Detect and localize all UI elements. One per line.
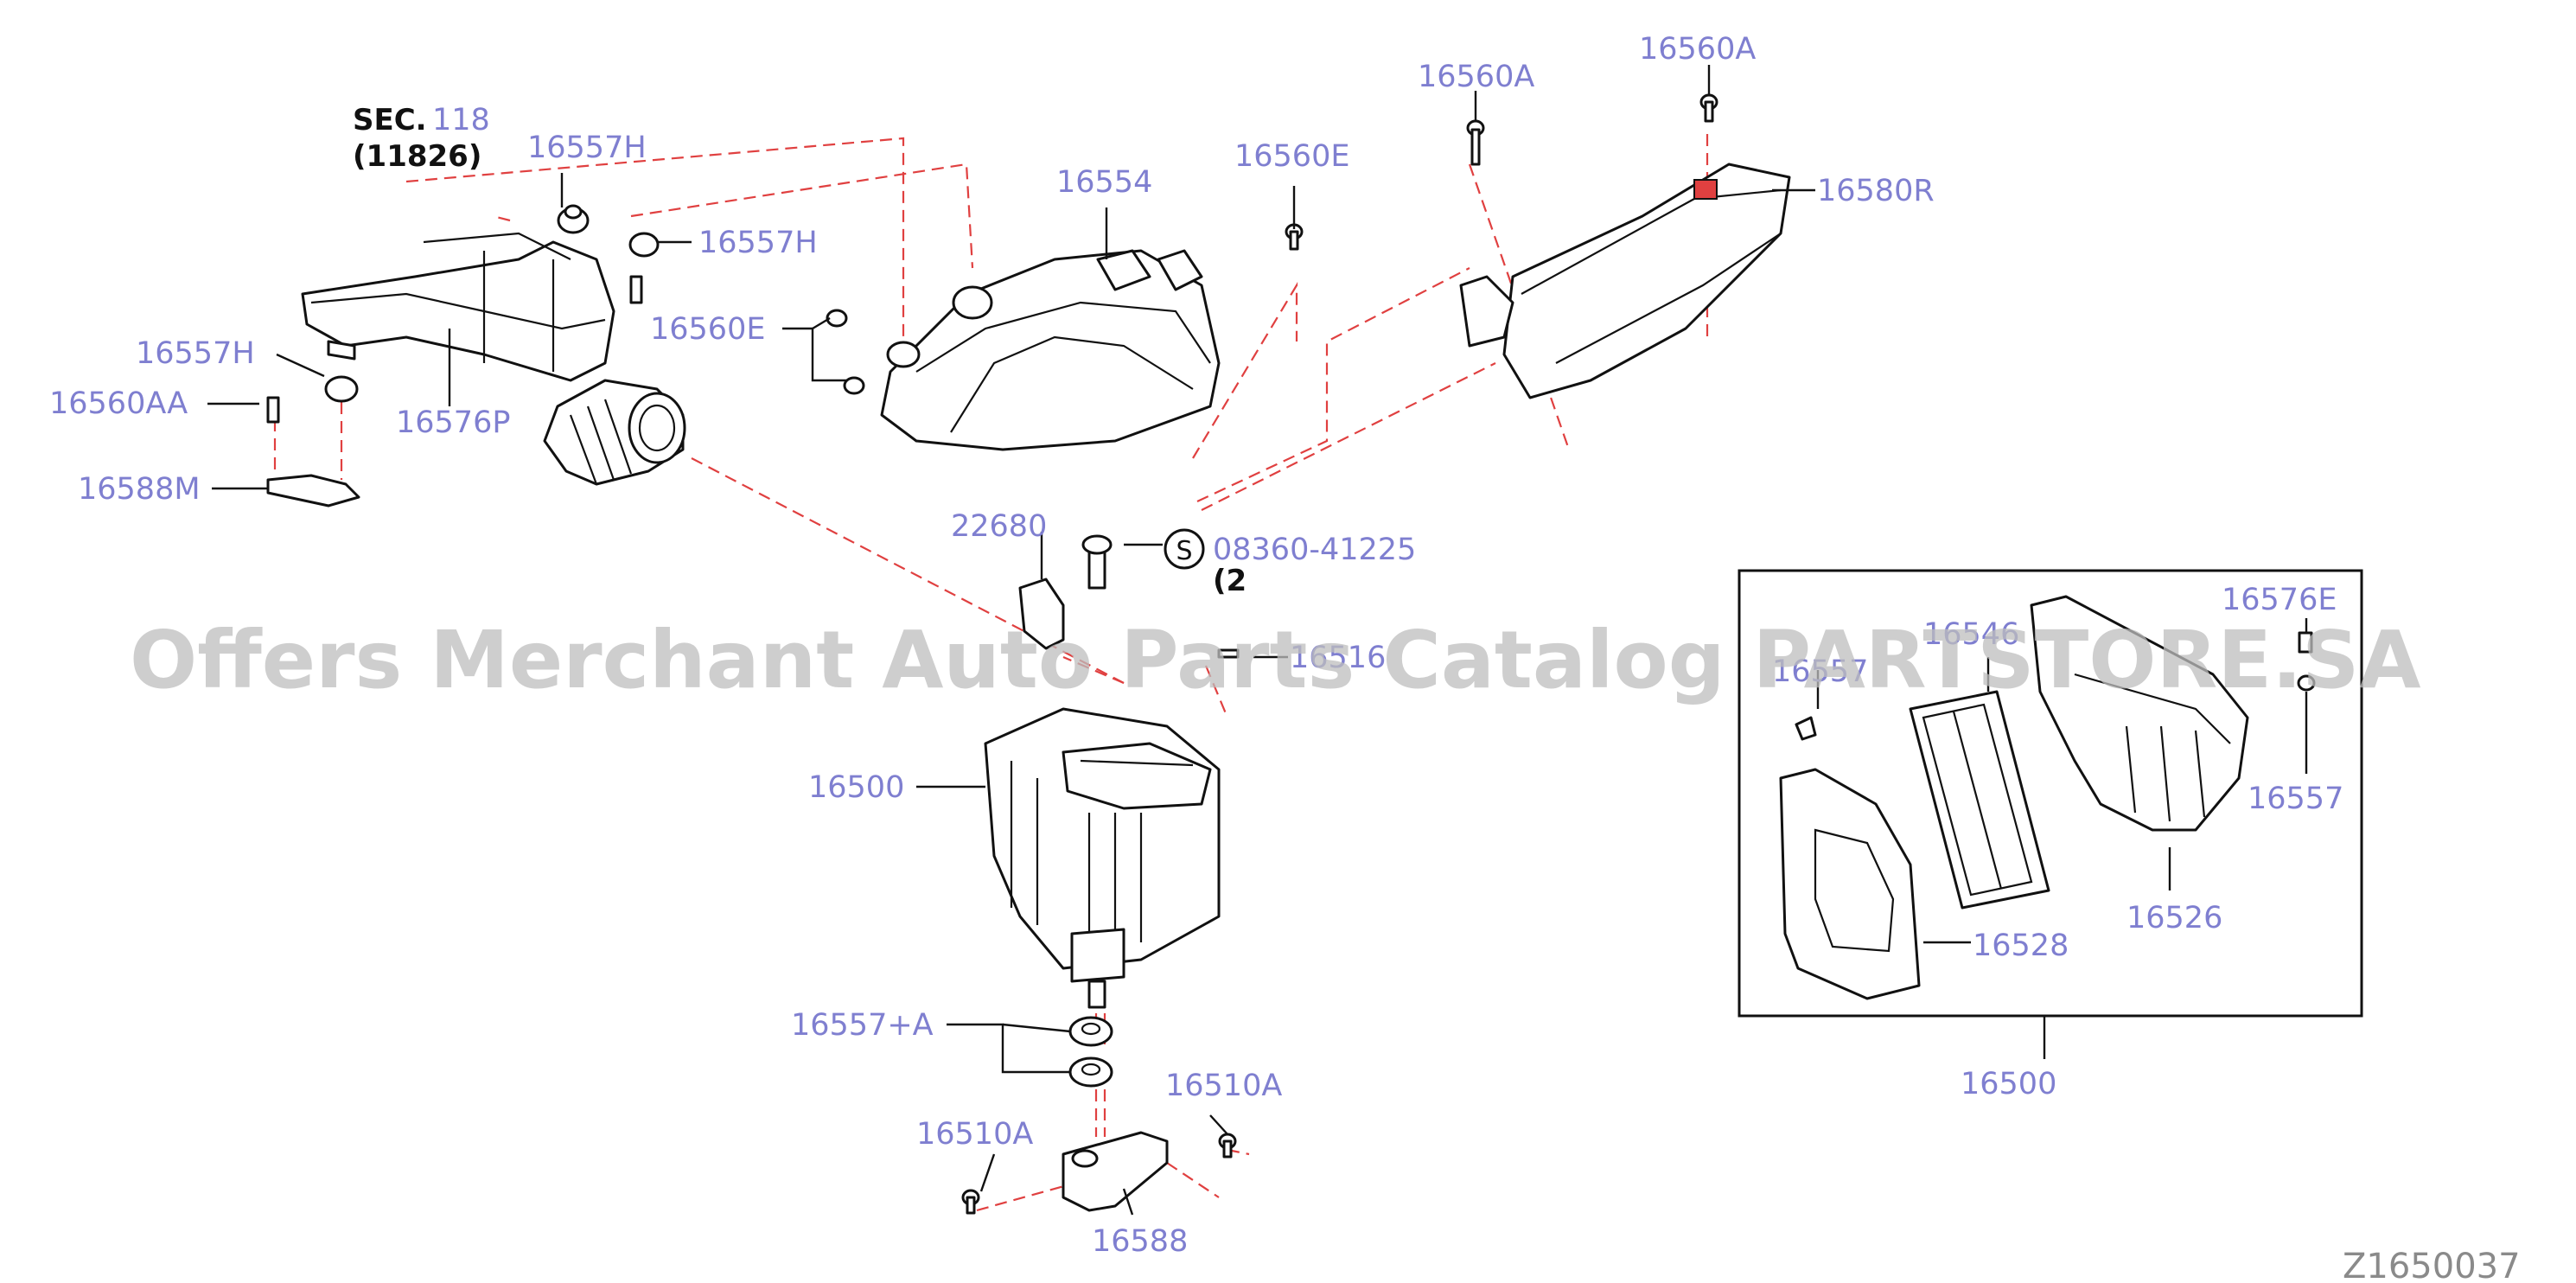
leader-lines bbox=[207, 65, 2308, 1216]
part-label-16560A-right[interactable]: 16560A bbox=[1639, 32, 1756, 67]
mount-rubber-parts bbox=[1068, 1016, 1113, 1088]
part-label-16560E-left[interactable]: 16560E bbox=[650, 312, 765, 347]
part-label-16576P[interactable]: 16576P bbox=[396, 405, 510, 440]
part-label-16557H-left[interactable]: 16557H bbox=[136, 336, 255, 371]
part-label-16500-box[interactable]: 16500 bbox=[1961, 1067, 2056, 1101]
part-label-16528[interactable]: 16528 bbox=[1973, 929, 2069, 963]
standard-part-symbol: S bbox=[1164, 528, 1205, 570]
air-inlet-hose-part bbox=[543, 379, 686, 486]
part-label-16557H-right[interactable]: 16557H bbox=[698, 226, 818, 260]
diagram-id: Z1650037 bbox=[2343, 1247, 2521, 1283]
resonator-16580R-part bbox=[1459, 93, 1791, 399]
part-label-16516[interactable]: 16516 bbox=[1290, 641, 1386, 675]
part-label-16554[interactable]: 16554 bbox=[1056, 165, 1152, 200]
part-label-16560A-left[interactable]: 16560A bbox=[1418, 60, 1534, 94]
section-ref-sub: (11826) bbox=[353, 139, 481, 174]
part-label-16557A[interactable]: 16557+A bbox=[791, 1008, 934, 1043]
part-label-16560E-right[interactable]: 16560E bbox=[1234, 139, 1349, 174]
part-label-16557-box-left[interactable]: 16557 bbox=[1772, 654, 1868, 689]
section-ref-number[interactable]: 118 bbox=[432, 103, 490, 137]
part-label-16546[interactable]: 16546 bbox=[1923, 617, 2019, 652]
part-label-16526[interactable]: 16526 bbox=[2126, 901, 2222, 935]
part-label-22680[interactable]: 22680 bbox=[951, 509, 1047, 544]
air-cleaner-assembly-part bbox=[984, 707, 1221, 1009]
grommet-parts-left bbox=[266, 204, 660, 507]
part-label-16510A-left[interactable]: 16510A bbox=[916, 1117, 1033, 1152]
part-label-08360-41225[interactable]: 08360-41225 bbox=[1213, 533, 1416, 567]
air-duct-16554-part bbox=[880, 249, 1221, 451]
part-label-16576E[interactable]: 16576E bbox=[2222, 583, 2337, 617]
mass-airflow-sensor-part bbox=[1018, 534, 1240, 659]
svg-text:S: S bbox=[1176, 536, 1192, 566]
part-label-16510A-right[interactable]: 16510A bbox=[1165, 1069, 1282, 1103]
air-duct-bracket-part bbox=[301, 232, 615, 382]
bracket-16588-part bbox=[961, 1131, 1237, 1215]
part-label-16560AA[interactable]: 16560AA bbox=[49, 386, 188, 421]
part-label-16500-main[interactable]: 16500 bbox=[808, 770, 904, 805]
part-quantity: (2 bbox=[1213, 564, 1247, 598]
part-label-16557-box[interactable]: 16557 bbox=[2248, 782, 2343, 816]
part-label-16588[interactable]: 16588 bbox=[1092, 1224, 1188, 1259]
watermark-text: Offers Merchant Auto Parts Catalog PARTS… bbox=[130, 614, 2421, 706]
section-ref-prefix: SEC. bbox=[353, 103, 427, 137]
clip-parts-16560E bbox=[826, 223, 1304, 395]
part-label-16580R[interactable]: 16580R bbox=[1817, 174, 1935, 208]
part-label-16557H-top[interactable]: 16557H bbox=[527, 131, 647, 165]
part-label-16588M[interactable]: 16588M bbox=[78, 472, 201, 507]
exploded-view-frame bbox=[1738, 569, 2363, 1018]
